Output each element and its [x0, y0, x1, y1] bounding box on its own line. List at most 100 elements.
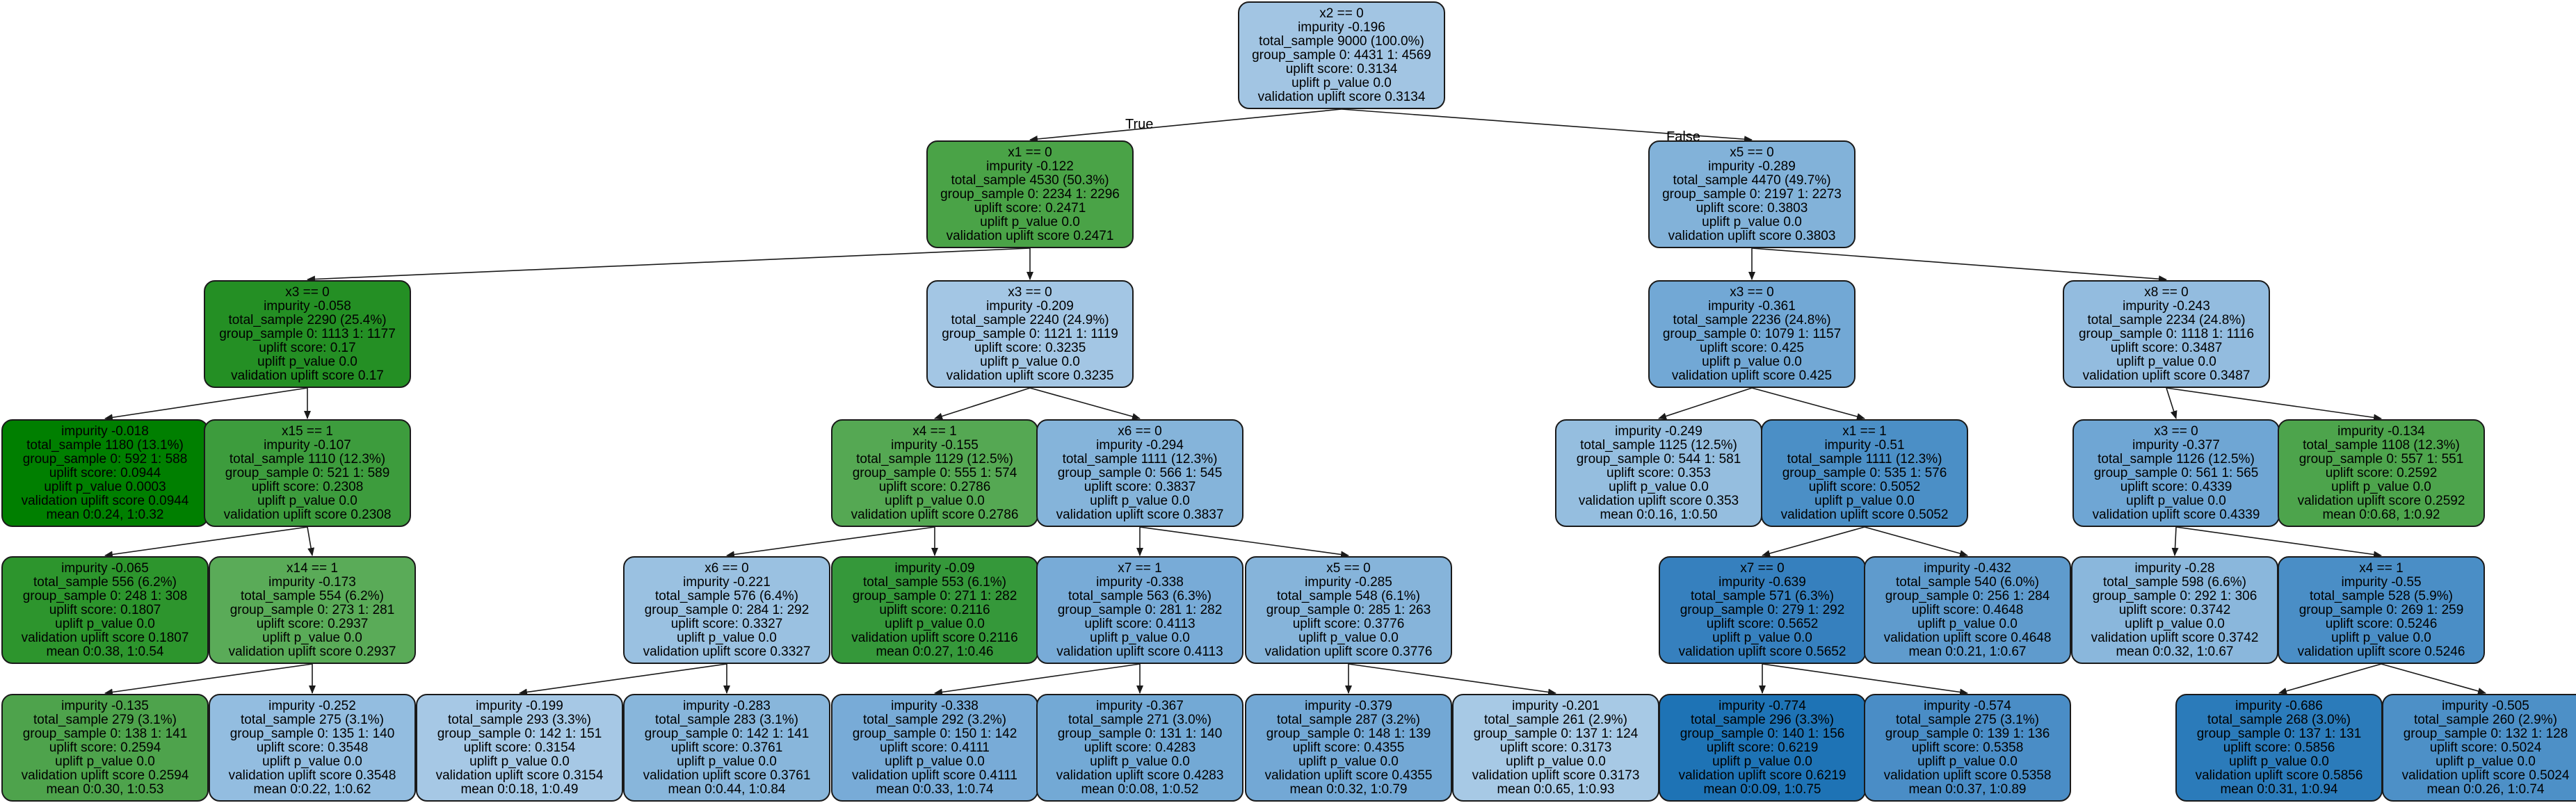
node-stat-line: impurity -0.252 — [268, 698, 356, 713]
node-stat-line: uplift score: 0.2116 — [879, 602, 990, 617]
node-stat-line: total_sample 563 (6.3%) — [1068, 588, 1211, 603]
node-stat-line: uplift score: 0.2786 — [878, 479, 991, 494]
node-stat-line: total_sample 293 (3.3%) — [448, 712, 591, 727]
split-condition: x1 == 1 — [1842, 423, 1887, 439]
node-stat-line: mean 0:0.08, 1:0.52 — [1081, 781, 1199, 797]
split-condition: x14 == 1 — [287, 560, 338, 576]
node-stat-line: total_sample 2240 (24.9%) — [951, 312, 1109, 327]
node-stat-line: uplift score: 0.4111 — [880, 740, 990, 755]
node-stat-line: uplift score: 0.3803 — [1696, 200, 1808, 216]
node-stat-line: group_sample 0: 131 1: 140 — [1057, 726, 1223, 741]
node-stat-line: group_sample 0: 292 1: 306 — [2092, 588, 2257, 603]
node-stat-line: validation uplift score 0.3327 — [643, 644, 811, 659]
node-stat-line: uplift score: 0.425 — [1700, 340, 1804, 355]
node-stat-line: uplift score: 0.3776 — [1292, 616, 1405, 631]
node-stat-line: impurity -0.574 — [1924, 698, 2011, 713]
split-condition: x3 == 0 — [2154, 423, 2198, 439]
node-stat-line: uplift p_value 0.0 — [885, 493, 985, 508]
node-stat-line: uplift score: 0.3742 — [2118, 602, 2231, 617]
node-stat-line: uplift p_value 0.0 — [257, 493, 357, 508]
node-stat-line: impurity -0.173 — [268, 574, 356, 590]
node-stat-line: uplift p_value 0.0 — [2229, 754, 2329, 769]
node-stat-line: uplift p_value 0.0 — [262, 754, 362, 769]
node-stat-line: uplift score: 0.4283 — [1084, 740, 1196, 755]
split-condition: x7 == 0 — [1740, 560, 1785, 576]
node-stat-line: uplift score: 0.5052 — [1808, 479, 1921, 494]
node-stat-line: uplift score: 0.3837 — [1084, 479, 1196, 494]
node-stat-line: uplift p_value 0.0 — [1291, 75, 1392, 90]
node-stat-line: validation uplift score 0.5652 — [1678, 644, 1846, 659]
split-condition: x6 == 0 — [1118, 423, 1162, 439]
split-condition: x5 == 0 — [1730, 145, 1774, 160]
node-stat-line: group_sample 0: 566 1: 545 — [1057, 465, 1223, 480]
node-stat-line: validation uplift score 0.2471 — [946, 228, 1114, 243]
node-stat-line: group_sample 0: 2197 1: 2273 — [1662, 186, 1842, 202]
node-stat-line: validation uplift score 0.5358 — [1883, 768, 2052, 783]
node-stat-line: group_sample 0: 248 1: 308 — [22, 588, 188, 603]
node-stat-line: uplift score: 0.3173 — [1499, 740, 1612, 755]
node-stat-line: total_sample 2236 (24.8%) — [1673, 312, 1831, 327]
node-stat-line: mean 0:0.32, 1:0.67 — [2116, 644, 2234, 659]
node-stat-line: impurity -0.639 — [1718, 574, 1806, 590]
node-stat-line: uplift score: 0.3487 — [2110, 340, 2223, 355]
node-stat-line: uplift p_value 0.0 — [1090, 630, 1190, 645]
node-stat-line: validation uplift score 0.5052 — [1780, 507, 1949, 522]
node-stat-line: mean 0:0.16, 1:0.50 — [1600, 507, 1718, 522]
edge-n3-n7 — [104, 387, 308, 421]
node-stat-line: impurity -0.058 — [264, 298, 351, 314]
edge-n6-n14 — [2166, 387, 2382, 421]
node-stat-line: validation uplift score 0.425 — [1671, 368, 1833, 383]
node-stat-line: group_sample 0: 139 1: 136 — [1885, 726, 2050, 741]
node-stat-line: uplift score: 0.3235 — [974, 340, 1086, 355]
node-stat-line: total_sample 275 (3.1%) — [1896, 712, 2039, 727]
edge-n5-n12 — [1751, 387, 1865, 420]
split-condition: x7 == 1 — [1118, 560, 1162, 576]
edge-n10-n20 — [1139, 526, 1349, 558]
node-stat-line: impurity -0.367 — [1096, 698, 1184, 713]
node-stat-line: total_sample 540 (6.0%) — [1896, 574, 2039, 590]
node-stat-line: total_sample 2234 (24.8%) — [2087, 312, 2246, 327]
node-stat-line: total_sample 528 (5.9%) — [2310, 588, 2453, 603]
node-stat-line: uplift score: 0.5024 — [2429, 740, 2542, 755]
node-stat-line: uplift p_value 0.0 — [2116, 354, 2216, 369]
node-stat-line: validation uplift score 0.3154 — [435, 768, 604, 783]
node-stat-line: uplift score: 0.0944 — [49, 465, 161, 480]
edge-n17-n27 — [519, 663, 727, 696]
node-stat-line: group_sample 0: 557 1: 551 — [2299, 451, 2464, 467]
node-stat-line: mean 0:0.68, 1:0.92 — [2322, 507, 2440, 522]
node-stat-line: uplift score: 0.2592 — [2325, 465, 2438, 480]
node-stat-line: validation uplift score 0.6219 — [1678, 768, 1846, 783]
node-stat-line: validation uplift score 0.353 — [1578, 493, 1739, 508]
node-stat-line: impurity -0.134 — [2337, 423, 2425, 439]
node-stat-line: validation uplift score 0.0944 — [21, 493, 189, 508]
edge-n24-n36 — [2381, 663, 2486, 695]
node-stat-line: impurity -0.505 — [2442, 698, 2529, 713]
node-stat-line: total_sample 571 (6.3%) — [1691, 588, 1834, 603]
node-stat-line: total_sample 287 (3.2%) — [1277, 712, 1420, 727]
node-stat-line: group_sample 0: 269 1: 259 — [2299, 602, 2464, 617]
node-stat-line: impurity -0.432 — [1924, 560, 2011, 576]
node-stat-line: validation uplift score 0.4283 — [1056, 768, 1224, 783]
node-stat-line: validation uplift score 0.4113 — [1056, 644, 1223, 659]
split-condition: x3 == 0 — [285, 284, 330, 300]
node-stat-line: impurity -0.221 — [683, 574, 771, 590]
node-stat-line: uplift score: 0.5856 — [2223, 740, 2335, 755]
node-stat-line: impurity -0.51 — [1824, 437, 1905, 453]
node-stat-line: impurity -0.196 — [1298, 19, 1385, 35]
node-stat-line: uplift score: 0.3154 — [463, 740, 576, 755]
node-stat-line: validation uplift score 0.4648 — [1883, 630, 2052, 645]
node-stat-line: impurity -0.199 — [476, 698, 563, 713]
node-stat-line: total_sample 292 (3.2%) — [863, 712, 1006, 727]
node-stat-line: uplift p_value 0.0 — [469, 754, 570, 769]
node-stat-line: uplift score: 0.5358 — [1911, 740, 2024, 755]
